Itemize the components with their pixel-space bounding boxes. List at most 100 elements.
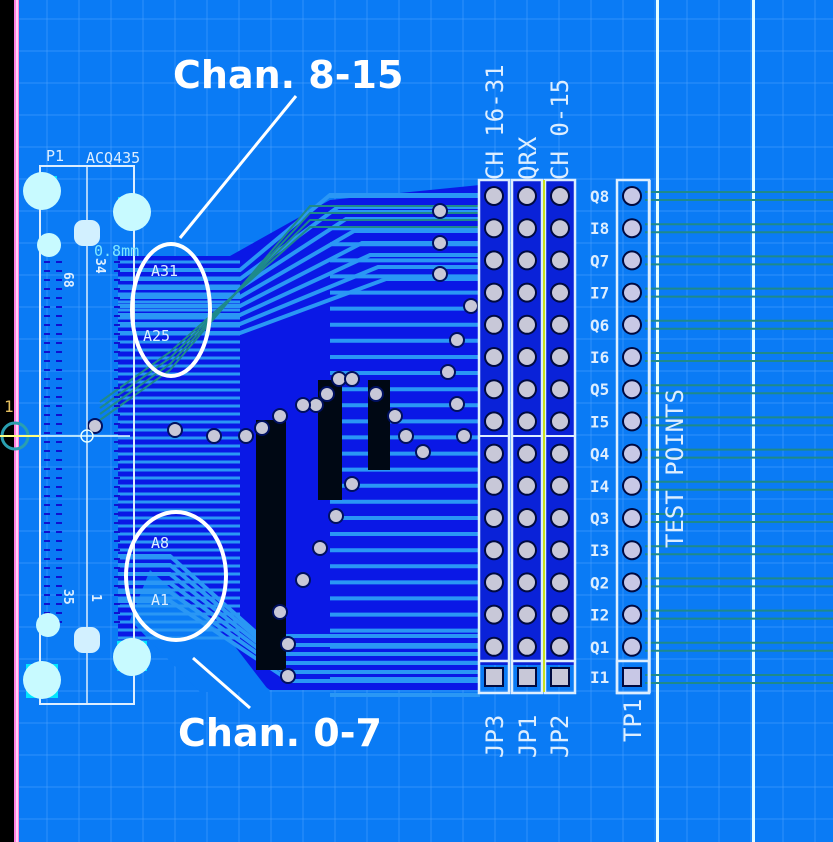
testpoint-pad[interactable]	[624, 188, 640, 204]
header-pin[interactable]	[519, 510, 535, 526]
header-pin[interactable]	[519, 188, 535, 204]
header-pin[interactable]	[486, 542, 502, 559]
testpoint-pad[interactable]	[624, 413, 640, 430]
header-pin[interactable]	[486, 252, 502, 269]
header-pin[interactable]	[552, 252, 568, 269]
header-pin[interactable]	[519, 445, 535, 462]
testpoint-pad[interactable]	[624, 510, 640, 526]
mount-pad	[23, 172, 61, 210]
header-pin[interactable]	[519, 381, 535, 398]
via	[434, 268, 446, 280]
header-pin[interactable]	[486, 381, 502, 398]
header-pin[interactable]	[552, 413, 568, 430]
header-pin[interactable]	[519, 349, 535, 365]
header-pin[interactable]	[552, 477, 568, 494]
header-pin[interactable]	[486, 477, 502, 494]
mount-pad	[23, 661, 61, 699]
header-pin[interactable]	[519, 220, 535, 237]
header-pin[interactable]	[552, 284, 568, 301]
header-pin[interactable]	[486, 188, 502, 204]
testpoint-pad[interactable]	[624, 349, 640, 365]
header-pin[interactable]	[552, 445, 568, 462]
header-pin[interactable]	[552, 606, 568, 623]
testpoint-pad[interactable]	[624, 542, 640, 559]
testpoint-pad[interactable]	[624, 381, 640, 398]
header-block[interactable]	[477, 178, 577, 695]
header-pin[interactable]	[519, 638, 535, 655]
header-jp2[interactable]	[543, 178, 577, 695]
outline-line	[656, 0, 659, 842]
header-pin[interactable]	[519, 606, 535, 623]
header-pin[interactable]	[552, 542, 568, 559]
testpoint-pad[interactable]	[624, 638, 640, 655]
via	[400, 430, 412, 442]
header-pin[interactable]	[552, 188, 568, 204]
header-pin[interactable]	[552, 381, 568, 398]
testpoint-pad[interactable]	[624, 606, 640, 623]
testpoint-label: I2	[590, 606, 609, 625]
testpoint-pad[interactable]	[624, 574, 640, 591]
header-pin[interactable]	[486, 510, 502, 526]
refdes-jp2: JP2	[546, 715, 574, 758]
header-pin[interactable]	[486, 413, 502, 430]
connector-part: ACQ435	[86, 149, 140, 167]
header-pin[interactable]	[486, 284, 502, 301]
header-pin[interactable]	[519, 477, 535, 494]
testpoint-pin1-outline	[615, 659, 651, 695]
header-pin[interactable]	[519, 574, 535, 591]
header-pin[interactable]	[519, 413, 535, 430]
testpoint-label: Q4	[590, 445, 609, 464]
header-pin[interactable]	[519, 284, 535, 301]
header-jp1[interactable]	[510, 178, 544, 695]
header-pin[interactable]	[486, 445, 502, 462]
testpoint-pad[interactable]	[624, 477, 640, 494]
header-pin[interactable]	[519, 316, 535, 333]
testpoint-pad[interactable]	[624, 445, 640, 462]
guide-pad	[37, 233, 61, 257]
via	[458, 430, 470, 442]
via	[321, 388, 333, 400]
connector-p1[interactable]: P1 ACQ435 0.8mm 68 34 35 1	[23, 147, 151, 705]
header-pin1[interactable]	[552, 669, 568, 685]
testpoints-title: TEST POINTS	[661, 389, 689, 548]
callout-leader-lower	[192, 656, 251, 710]
header-pin[interactable]	[486, 606, 502, 623]
header-jp3[interactable]	[477, 178, 511, 695]
header-pin[interactable]	[519, 542, 535, 559]
header-pin[interactable]	[486, 349, 502, 365]
header-pin[interactable]	[552, 574, 568, 591]
trace	[118, 590, 480, 674]
testpoint-pad[interactable]	[624, 252, 640, 269]
header-pin[interactable]	[519, 252, 535, 269]
testpoint-pad[interactable]	[624, 284, 640, 301]
header-pin[interactable]	[552, 316, 568, 333]
header-pin[interactable]	[552, 638, 568, 655]
header-pin[interactable]	[552, 510, 568, 526]
testpoint-pad[interactable]	[624, 669, 640, 685]
via	[451, 334, 463, 346]
via	[434, 237, 446, 249]
header-pin1[interactable]	[486, 669, 502, 685]
testpoint-pad[interactable]	[624, 316, 640, 333]
mount-pad	[113, 638, 151, 676]
via	[89, 420, 101, 432]
header-pin1[interactable]	[519, 669, 535, 685]
trace	[118, 241, 480, 308]
header-pin[interactable]	[486, 316, 502, 333]
testpoint-label: Q3	[590, 509, 609, 528]
header-title-jp2: CH 0-15	[546, 79, 574, 180]
guide-pad	[36, 613, 60, 637]
header-pin[interactable]	[486, 220, 502, 237]
header-pin[interactable]	[486, 574, 502, 591]
header-pin[interactable]	[552, 220, 568, 237]
connector-refdes: P1	[46, 147, 64, 165]
testpoint-pad[interactable]	[624, 220, 640, 237]
trace	[118, 193, 480, 272]
header-pin[interactable]	[552, 349, 568, 365]
testpoint-label: I8	[590, 219, 609, 238]
header-pin[interactable]	[486, 638, 502, 655]
via	[330, 510, 342, 522]
via	[240, 430, 252, 442]
